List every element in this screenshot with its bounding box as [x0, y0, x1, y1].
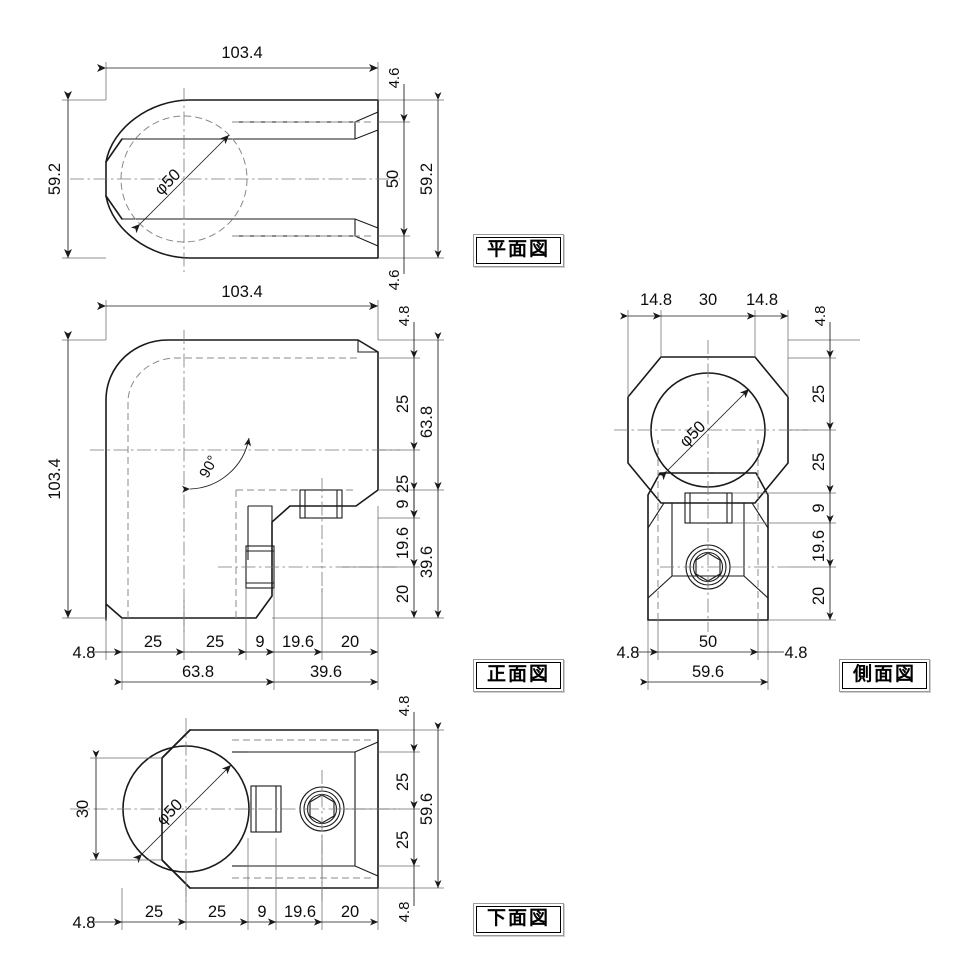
plan-right-dimensions: 4.6 50 4.6 59.2	[378, 68, 444, 291]
front-bottom-2: 25	[206, 633, 224, 651]
front-bottom-3: 9	[255, 633, 264, 651]
view-label-bottom: 下面図	[473, 903, 565, 936]
side-bottom-mid: 50	[699, 633, 717, 651]
bottom-right-3: 4.8	[396, 902, 413, 923]
view-label-front: 正面図	[473, 659, 565, 692]
view-label-plan-text: 平面図	[476, 237, 562, 264]
side-boss	[684, 492, 733, 524]
side-bottom-left: 4.8	[617, 644, 640, 662]
front-bottom-1: 25	[144, 633, 162, 651]
front-angle-dimension: 90°	[181, 437, 252, 493]
side-bottom-right: 4.8	[785, 644, 808, 662]
front-right-group-lower: 39.6	[418, 546, 436, 578]
front-outline	[105, 339, 379, 621]
plan-height-right-label: 59.2	[418, 163, 436, 195]
plan-height-left-dimension: 59.2	[46, 91, 106, 259]
front-angle-label: 90°	[196, 453, 222, 481]
front-right-group-upper: 63.8	[418, 406, 436, 438]
front-height-label: 103.4	[46, 458, 64, 499]
side-top-1: 30	[699, 291, 717, 309]
front-width-label: 103.4	[221, 283, 262, 301]
view-bottom: φ50 30 4.8 25 25 4.8 59.6	[70, 696, 444, 932]
front-bottom-dimensions: 4.8 25 25 9 19.6 20 63.8 39.6	[73, 506, 379, 690]
side-right-3: 9	[810, 503, 828, 512]
view-front: 90° 103.4 103.4 4.8 2	[46, 283, 444, 690]
bottom-dim-0: 4.8	[73, 914, 96, 932]
plan-edge-top-label: 4.6	[386, 68, 403, 89]
side-right-1: 25	[810, 385, 828, 403]
front-right-4: 19.6	[394, 527, 412, 559]
bottom-bore-dimension: φ50	[132, 764, 232, 864]
view-label-side-text: 側面図	[842, 662, 928, 689]
plan-width-label: 103.4	[221, 44, 262, 62]
side-right-5: 20	[810, 587, 828, 605]
plan-width-dimension: 103.4	[97, 44, 379, 100]
side-top-2: 14.8	[746, 291, 778, 309]
plan-edge-bottom-label: 4.6	[386, 270, 403, 291]
front-right-3: 9	[394, 499, 412, 508]
plan-bore-label: φ50	[151, 166, 184, 199]
bottom-right-1: 25	[394, 773, 412, 791]
front-right-0: 4.8	[396, 306, 413, 327]
front-bottom-0: 4.8	[73, 644, 96, 662]
side-right-2: 25	[810, 453, 828, 471]
bottom-dim-4: 19.6	[284, 903, 316, 921]
view-plan: φ50 103.4 59.2 4.6 50 4.6	[46, 44, 444, 290]
plan-bore-dimension: φ50	[130, 134, 230, 234]
view-label-side: 側面図	[839, 659, 931, 692]
bottom-left-dimension: 30	[74, 750, 162, 861]
front-right-1: 25	[394, 395, 412, 413]
side-right-0: 4.8	[812, 306, 829, 327]
bottom-dim-3: 9	[257, 903, 266, 921]
front-right-dimensions: 4.8 25 25 9 19.6 20 63.8 39.6	[272, 306, 444, 619]
bottom-right-2: 25	[394, 831, 412, 849]
bottom-bore-label: φ50	[153, 796, 186, 829]
bottom-right-overall: 59.6	[418, 793, 436, 825]
bottom-dim-5: 20	[341, 903, 359, 921]
view-label-bottom-text: 下面図	[476, 906, 562, 933]
front-hidden-inner	[127, 357, 358, 618]
front-right-5: 20	[394, 585, 412, 603]
bottom-dim-1: 25	[145, 903, 163, 921]
bottom-left-label: 30	[74, 800, 92, 818]
side-right-dimensions: 4.8 25 25 9 19.6 20	[732, 306, 860, 621]
front-right-2: 25	[394, 475, 412, 493]
side-bottom-dimensions: 4.8 50 4.8 59.6	[617, 620, 808, 690]
front-bottom-group-left: 63.8	[182, 663, 214, 681]
bottom-right-0: 4.8	[396, 696, 413, 717]
side-top-dimensions: 14.8 30 14.8	[620, 291, 789, 397]
plan-mid-label: 50	[384, 170, 402, 188]
front-boss-horizontal	[299, 489, 343, 519]
view-side: φ50 14.8 30 14.8 4.8 25	[614, 291, 860, 690]
bottom-dim-2: 25	[208, 903, 226, 921]
plan-height-left-label: 59.2	[46, 163, 64, 195]
side-top-0: 14.8	[640, 291, 672, 309]
side-bore-label: φ50	[676, 418, 709, 451]
bottom-right-dimensions: 4.8 25 25 4.8 59.6	[344, 696, 444, 923]
front-bottom-group-right: 39.6	[310, 663, 342, 681]
front-width-dimension: 103.4	[97, 283, 379, 340]
side-bottom-overall: 59.6	[692, 663, 724, 681]
view-label-plan: 平面図	[473, 234, 565, 267]
view-label-front-text: 正面図	[476, 662, 562, 689]
front-bottom-5: 20	[341, 633, 359, 651]
front-height-dimension: 103.4	[46, 331, 106, 619]
front-bottom-4: 19.6	[282, 633, 314, 651]
bottom-bottom-dimensions: 4.8 25 25 9 19.6 20	[73, 835, 379, 932]
side-right-4: 19.6	[810, 530, 828, 562]
